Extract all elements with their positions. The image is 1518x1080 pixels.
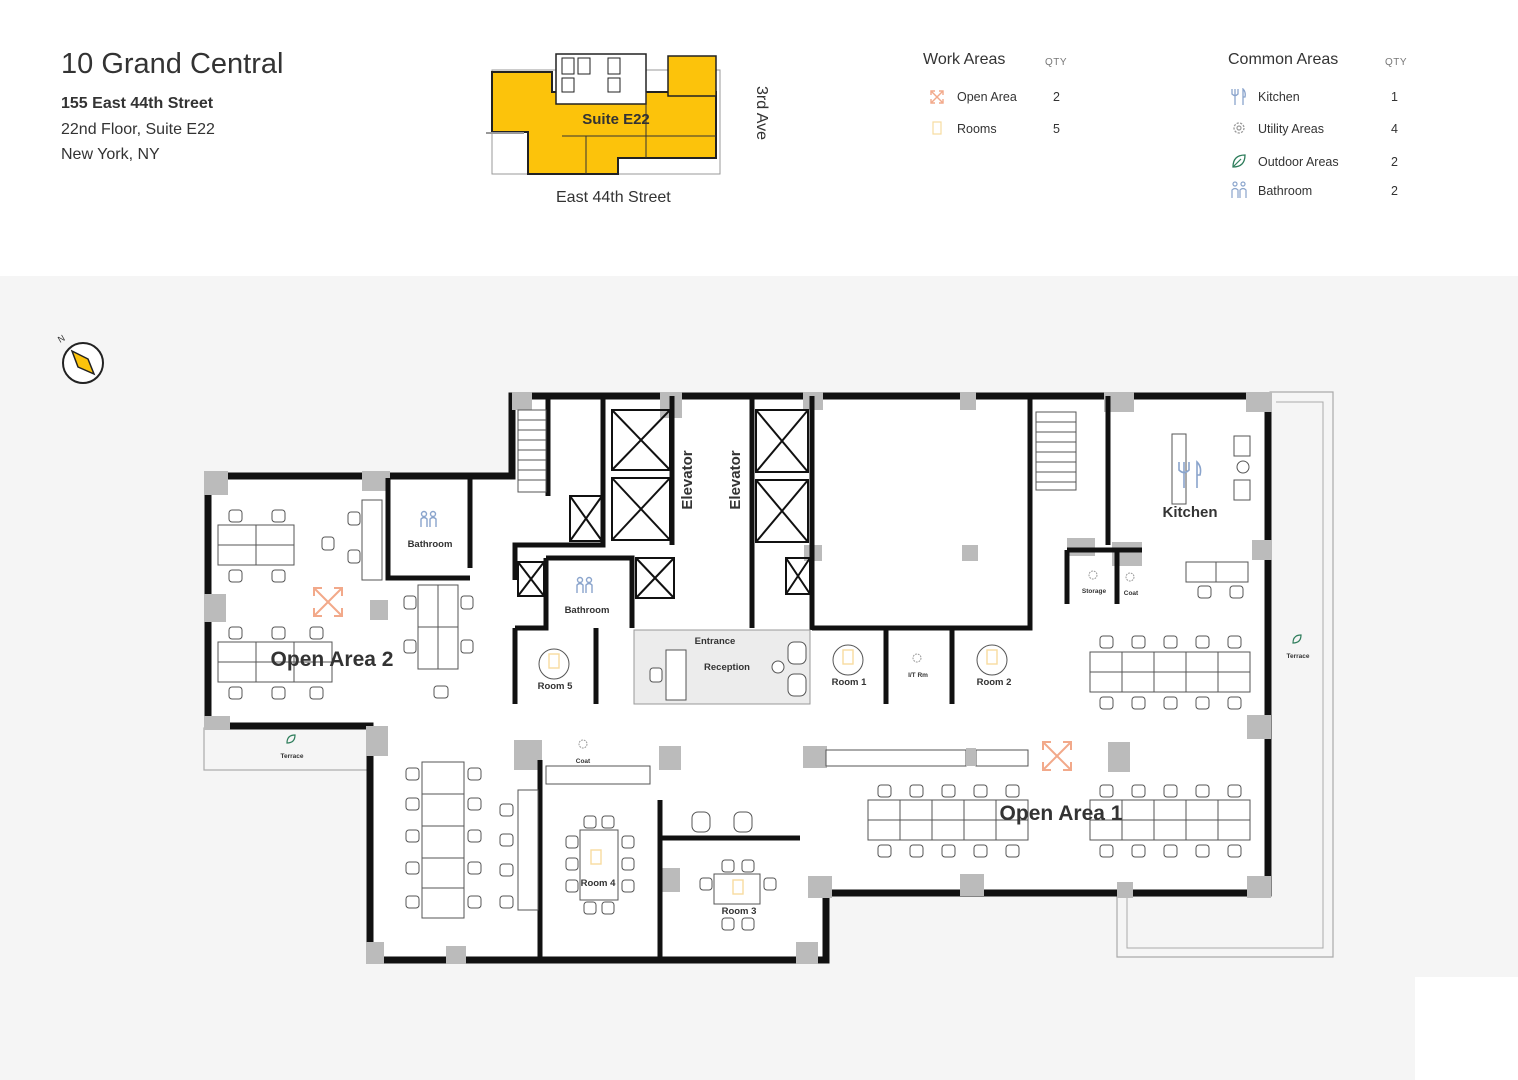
label-storage: Storage: [1082, 588, 1107, 595]
address-city: New York, NY: [61, 146, 160, 163]
kitchen-fork-knife-icon: [1178, 460, 1202, 488]
plan-corner-notch: [1415, 977, 1518, 1080]
building-name: 10 Grand Central: [61, 48, 284, 80]
label-room-2: Room 2: [977, 677, 1012, 688]
label-terrace-b: Terrace: [1286, 653, 1309, 660]
label-open-area-1: Open Area 1: [1000, 802, 1123, 825]
label-it-room: I/T Rm: [908, 672, 928, 679]
key-plan-street-bottom: East 44th Street: [556, 189, 671, 206]
legend-work-areas-qty-heading: QTY: [1045, 57, 1068, 68]
key-plan-street-right: 3rd Ave: [753, 86, 770, 140]
legend-work-areas-heading: Work Areas: [923, 51, 1006, 68]
label-coat-a: Coat: [1124, 590, 1139, 597]
legend-item-bathroom: Bathroom: [1258, 184, 1313, 198]
legend-qty-open-area: 2: [1053, 90, 1060, 104]
terrace-left: [203, 727, 369, 771]
label-open-area-2: Open Area 2: [271, 648, 394, 671]
address-floor-suite: 22nd Floor, Suite E22: [61, 121, 215, 138]
bathroom-icon: [420, 510, 593, 593]
label-kitchen: Kitchen: [1162, 504, 1217, 521]
label-terrace-a: Terrace: [280, 753, 303, 760]
label-room-5: Room 5: [538, 681, 574, 692]
floor-plan: N: [56, 333, 1334, 964]
legend-item-outdoor: Outdoor Areas: [1258, 155, 1339, 169]
label-room-4: Room 4: [581, 878, 617, 889]
legend-item-open-area: Open Area: [957, 90, 1017, 104]
header: 10 Grand Central 155 East 44th Street 22…: [0, 0, 1518, 276]
legend-qty-utility: 4: [1391, 122, 1398, 136]
key-plan: Suite E22: [486, 53, 721, 175]
legend-qty-rooms: 5: [1053, 122, 1060, 136]
label-elevator-a: Elevator: [679, 450, 696, 509]
compass-north-label: N: [56, 333, 67, 345]
label-room-3: Room 3: [722, 906, 757, 917]
legend-common-areas-qty-heading: QTY: [1385, 57, 1408, 68]
door-icon: [932, 121, 942, 135]
legend-item-rooms: Rooms: [957, 122, 997, 136]
legend-item-utility: Utility Areas: [1258, 122, 1324, 136]
legend-qty-outdoor: 2: [1391, 155, 1398, 169]
legend-common-areas-heading: Common Areas: [1228, 51, 1339, 68]
legend-qty-bathroom: 2: [1391, 184, 1398, 198]
people-icon: [1231, 181, 1247, 198]
label-reception: Reception: [704, 662, 750, 673]
expand-arrows-icon: [930, 90, 944, 104]
open-area-1-icon: [1042, 741, 1072, 771]
label-room-1: Room 1: [832, 677, 868, 688]
gear-icon: [1233, 122, 1245, 134]
legend-qty-kitchen: 1: [1391, 90, 1398, 104]
terrace-leaf-icons: [286, 634, 1302, 744]
key-plan-suite-label: Suite E22: [582, 111, 650, 128]
address-street: 155 East 44th Street: [61, 95, 214, 112]
utility-gear-icons: [578, 570, 1135, 749]
label-elevator-b: Elevator: [727, 450, 744, 509]
label-bathroom-b: Bathroom: [565, 605, 610, 616]
label-coat-b: Coat: [576, 758, 591, 765]
label-entrance: Entrance: [695, 636, 736, 647]
legend-item-kitchen: Kitchen: [1258, 90, 1300, 104]
label-bathroom-a: Bathroom: [408, 539, 453, 550]
fork-knife-icon: [1231, 88, 1246, 105]
open-area-2-icon: [313, 587, 343, 617]
compass-icon: N: [56, 333, 104, 384]
leaf-icon: [1232, 154, 1246, 168]
